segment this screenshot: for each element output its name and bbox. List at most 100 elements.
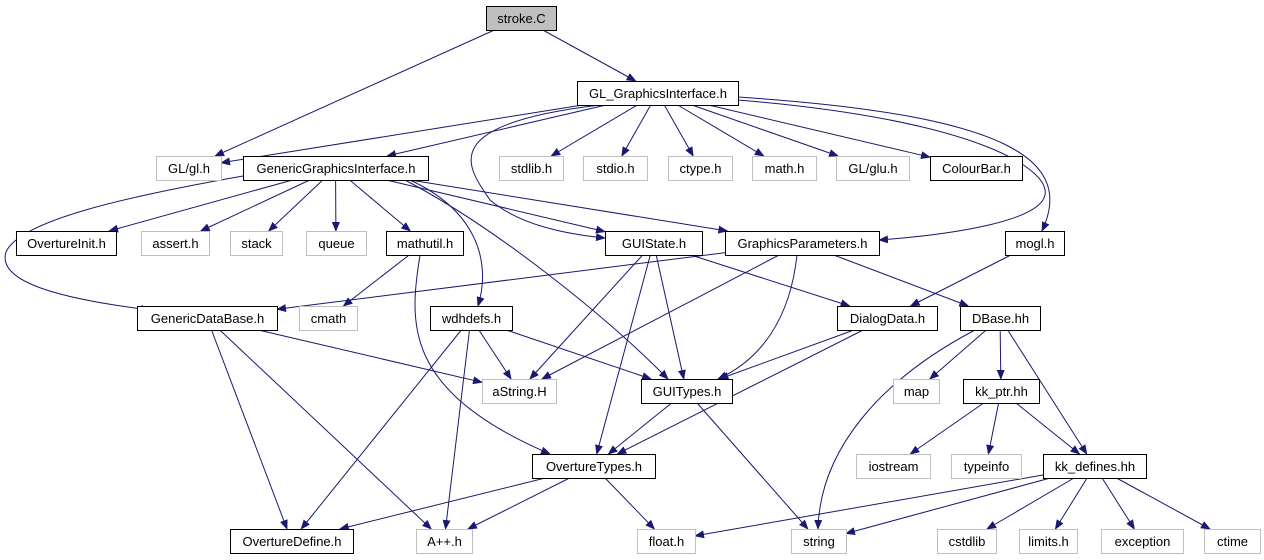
node-box bbox=[306, 231, 367, 256]
node-box bbox=[641, 379, 733, 404]
node-box bbox=[16, 231, 117, 256]
node-box bbox=[486, 6, 557, 31]
node-label: OvertureTypes.h bbox=[546, 459, 642, 474]
edge-GUITypes_h-to-string bbox=[696, 402, 809, 530]
node-label: map bbox=[904, 384, 929, 399]
node-GL-GraphicsInterface-h[interactable]: GL_GraphicsInterface.h bbox=[577, 81, 739, 106]
edges-layer bbox=[4, 29, 1211, 539]
edge-GL_GraphicsInterface_h-to-GL_gl_h bbox=[220, 104, 583, 166]
edge-mathutil_h-to-OvertureTypes_h bbox=[414, 254, 551, 455]
edge-stroke_C-to-GL_gl_h bbox=[214, 29, 495, 157]
edge-GenericGraphicsInterface_h-to-GraphicsParameters_h bbox=[410, 179, 729, 234]
node-box bbox=[1019, 529, 1078, 554]
node-label: exception bbox=[1115, 534, 1171, 549]
node-label: cstdlib bbox=[949, 534, 986, 549]
node-label: stdlib.h bbox=[511, 161, 552, 176]
edge-kk_ptr_hh-to-kk_defines_hh bbox=[1015, 402, 1081, 455]
node-label: DialogData.h bbox=[850, 311, 925, 326]
node-box bbox=[836, 156, 910, 181]
node-cmath: cmath bbox=[299, 306, 358, 331]
node-box bbox=[532, 454, 656, 479]
node-ctime: ctime bbox=[1204, 529, 1261, 554]
node-label: A++.h bbox=[427, 534, 462, 549]
node-assert-h: assert.h bbox=[141, 231, 210, 256]
edge-OvertureTypes_h-to-float_h bbox=[604, 477, 656, 530]
edge-GraphicsParameters_h-to-GUITypes_h bbox=[717, 254, 798, 380]
edge-GUIState_h-to-OvertureTypes_h bbox=[595, 254, 651, 455]
node-label: string bbox=[803, 534, 835, 549]
node-box bbox=[156, 156, 222, 181]
node-kk-ptr-hh[interactable]: kk_ptr.hh bbox=[963, 379, 1040, 404]
edge-kk_defines_hh-to-ctime bbox=[1116, 477, 1211, 530]
node-label: wdhdefs.h bbox=[441, 311, 501, 326]
node-mathutil-h[interactable]: mathutil.h bbox=[386, 231, 464, 256]
node-OvertureDefine-h[interactable]: OvertureDefine.h bbox=[230, 529, 354, 554]
node-box bbox=[1101, 529, 1184, 554]
node-label: typeinfo bbox=[964, 459, 1010, 474]
node-label: ColourBar.h bbox=[942, 161, 1011, 176]
edge-GL_GraphicsInterface_h-to-mogl_h bbox=[737, 96, 1051, 232]
node-GUIState-h[interactable]: GUIState.h bbox=[605, 231, 703, 256]
node-math-h: math.h bbox=[752, 156, 817, 181]
node-box bbox=[499, 156, 564, 181]
edge-GenericGraphicsInterface_h-to-assert_h bbox=[199, 179, 311, 232]
edge-wdhdefs_h-to-GUITypes_h bbox=[506, 329, 653, 380]
edge-GenericGraphicsInterface_h-to-stack bbox=[267, 179, 324, 232]
node-box bbox=[668, 156, 733, 181]
edge-GraphicsParameters_h-to-GenericDataBase_h bbox=[276, 252, 726, 313]
node-label: GL_GraphicsInterface.h bbox=[589, 86, 727, 101]
node-GUITypes-h[interactable]: GUITypes.h bbox=[641, 379, 733, 404]
node-GL-glu-h: GL/glu.h bbox=[836, 156, 910, 181]
node-mogl-h[interactable]: mogl.h bbox=[1005, 231, 1065, 256]
edge-GL_GraphicsInterface_h-to-ColourBar_h bbox=[708, 104, 931, 160]
node-string: string bbox=[791, 529, 847, 554]
node-box bbox=[930, 156, 1023, 181]
node-box bbox=[1043, 454, 1147, 479]
node-label: cmath bbox=[311, 311, 346, 326]
edge-kk_defines_hh-to-cstdlib bbox=[986, 477, 1075, 530]
node-GL-gl-h: GL/gl.h bbox=[156, 156, 222, 181]
node-OvertureTypes-h[interactable]: OvertureTypes.h bbox=[532, 454, 656, 479]
node-GenericDataBase-h[interactable]: GenericDataBase.h bbox=[137, 306, 278, 331]
node-box bbox=[963, 379, 1040, 404]
node-label: OvertureDefine.h bbox=[243, 534, 342, 549]
node-GraphicsParameters-h[interactable]: GraphicsParameters.h bbox=[725, 231, 880, 256]
node-box bbox=[960, 306, 1041, 331]
node-iostream: iostream bbox=[856, 454, 931, 479]
edge-wdhdefs_h-to-App_h bbox=[442, 329, 470, 530]
node-box bbox=[605, 231, 703, 256]
node-label: stdio.h bbox=[596, 161, 634, 176]
edge-DialogData_h-to-GUITypes_h bbox=[718, 329, 855, 380]
node-label: GUITypes.h bbox=[653, 384, 722, 399]
node-label: float.h bbox=[649, 534, 684, 549]
node-GenericGraphicsInterface-h[interactable]: GenericGraphicsInterface.h bbox=[243, 156, 429, 181]
node-DialogData-h[interactable]: DialogData.h bbox=[837, 306, 938, 331]
node-typeinfo: typeinfo bbox=[951, 454, 1022, 479]
edge-DBase_hh-to-map bbox=[929, 329, 987, 380]
node-wdhdefs-h[interactable]: wdhdefs.h bbox=[430, 306, 513, 331]
node-ColourBar-h[interactable]: ColourBar.h bbox=[930, 156, 1023, 181]
node-OvertureInit-h[interactable]: OvertureInit.h bbox=[16, 231, 117, 256]
edge-kk_defines_hh-to-exception bbox=[1101, 477, 1135, 530]
node-label: aString.H bbox=[492, 384, 546, 399]
node-box bbox=[482, 379, 557, 404]
edge-wdhdefs_h-to-aString_H bbox=[478, 329, 512, 380]
node-DBase-hh[interactable]: DBase.hh bbox=[960, 306, 1041, 331]
node-label: GL/glu.h bbox=[848, 161, 897, 176]
edge-kk_ptr_hh-to-typeinfo bbox=[986, 402, 1000, 455]
node-label: kk_ptr.hh bbox=[975, 384, 1028, 399]
node-stroke-C[interactable]: stroke.C bbox=[486, 6, 557, 31]
edge-kk_defines_hh-to-float_h bbox=[694, 474, 1044, 539]
edge-GenericGraphicsInterface_h-to-OvertureInit_h bbox=[108, 179, 293, 233]
edge-GraphicsParameters_h-to-DBase_hh bbox=[833, 254, 970, 307]
node-kk-defines-hh[interactable]: kk_defines.hh bbox=[1043, 454, 1147, 479]
node-cstdlib: cstdlib bbox=[937, 529, 997, 554]
node-box bbox=[856, 454, 931, 479]
edge-DialogData_h-to-OvertureTypes_h bbox=[616, 329, 864, 455]
node-label: GraphicsParameters.h bbox=[737, 236, 867, 251]
edge-wdhdefs_h-to-OvertureDefine_h bbox=[300, 329, 462, 530]
edge-GL_GraphicsInterface_h-to-math_h bbox=[677, 104, 765, 157]
edge-mogl_h-to-DialogData_h bbox=[909, 254, 1012, 307]
